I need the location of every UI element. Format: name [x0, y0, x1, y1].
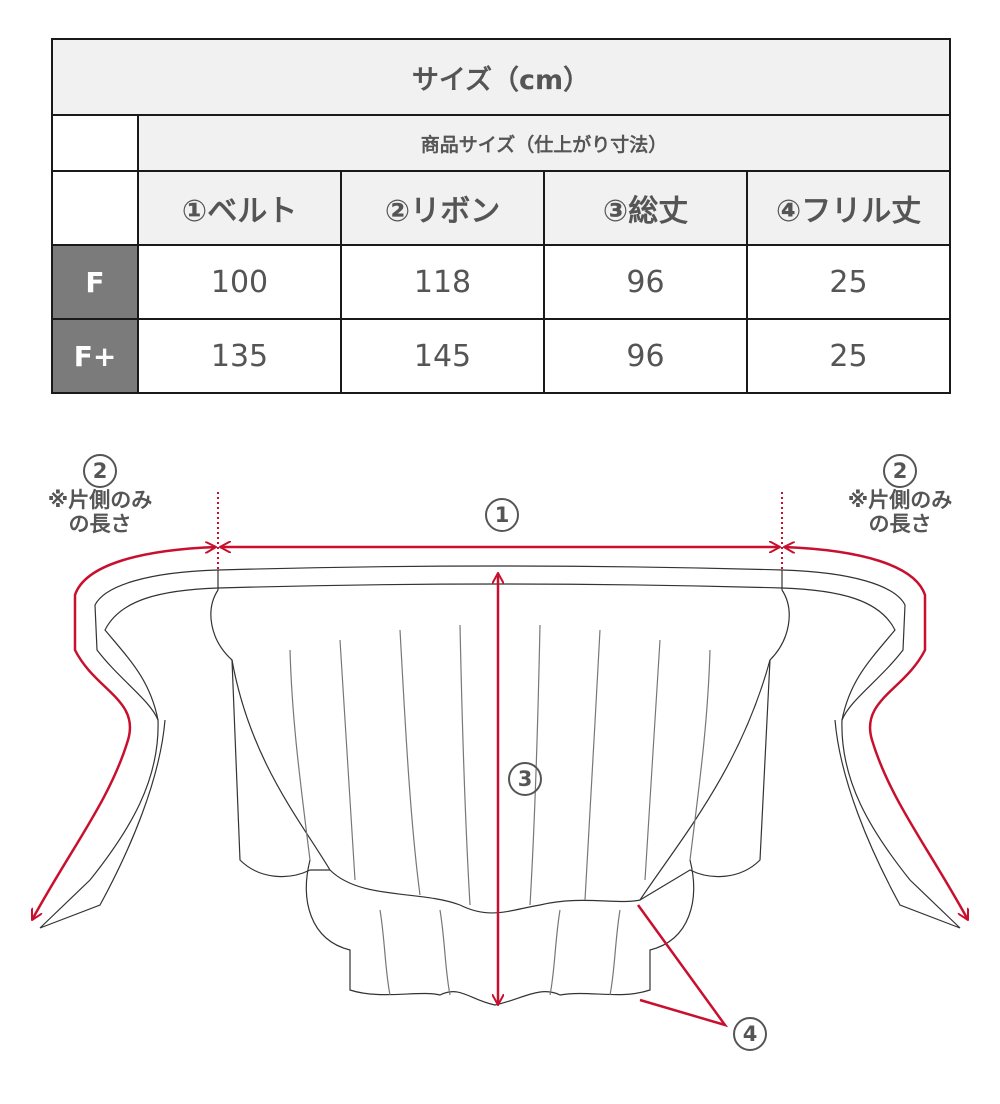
row-label-size: F+	[51, 318, 139, 394]
column-header-ribbon: ②リボン	[340, 170, 545, 246]
number-badge: 1	[485, 498, 519, 532]
ribbon-note-line2: の長さ	[868, 512, 932, 537]
table-title: サイズ（cm）	[50, 38, 952, 116]
cell-total-length: 96	[543, 318, 748, 394]
table-row: F 100 118 96 25	[51, 244, 952, 320]
column-header-belt: ①ベルト	[137, 170, 342, 246]
column-header-frill-length: ④フリル丈	[745, 170, 952, 246]
cell-belt: 135	[137, 318, 342, 394]
row-label-size: F	[51, 244, 139, 320]
table-subtitle: 商品サイズ（仕上がり寸法）	[136, 114, 952, 172]
blank-cell	[51, 114, 139, 172]
ribbon-note-line1: ※片側のみ	[847, 488, 953, 512]
frill-length-label: 4	[733, 1017, 767, 1051]
cell-frill-length: 25	[745, 318, 952, 394]
number-badge: 4	[733, 1017, 767, 1051]
ribbon-note-line2: の長さ	[68, 512, 132, 537]
cell-belt: 100	[137, 244, 342, 320]
size-table: サイズ（cm） 商品サイズ（仕上がり寸法） ①ベルト ②リボン ③総丈 ④フリル…	[50, 38, 952, 394]
number-badge: 3	[508, 762, 542, 796]
column-header-total-length: ③総丈	[543, 170, 748, 246]
ribbon-note-line1: ※片側のみ	[47, 488, 153, 512]
blank-cell	[51, 170, 139, 246]
belt-label: 1	[485, 498, 519, 532]
apron-measurement-diagram: 1 3 4 2 ※片側のみ の長さ 2 ※片側のみ の長さ	[0, 420, 1000, 1100]
cell-frill-length: 25	[745, 244, 952, 320]
number-badge: 2	[883, 454, 917, 488]
apron-illustration	[30, 492, 970, 1028]
ribbon-note-right: 2 ※片側のみ の長さ	[820, 454, 980, 536]
total-length-label: 3	[508, 762, 542, 796]
cell-ribbon: 145	[340, 318, 545, 394]
number-badge: 2	[83, 454, 117, 488]
cell-total-length: 96	[543, 244, 748, 320]
ribbon-note-left: 2 ※片側のみ の長さ	[20, 454, 180, 536]
cell-ribbon: 118	[340, 244, 545, 320]
table-row: F+ 135 145 96 25	[51, 318, 952, 394]
